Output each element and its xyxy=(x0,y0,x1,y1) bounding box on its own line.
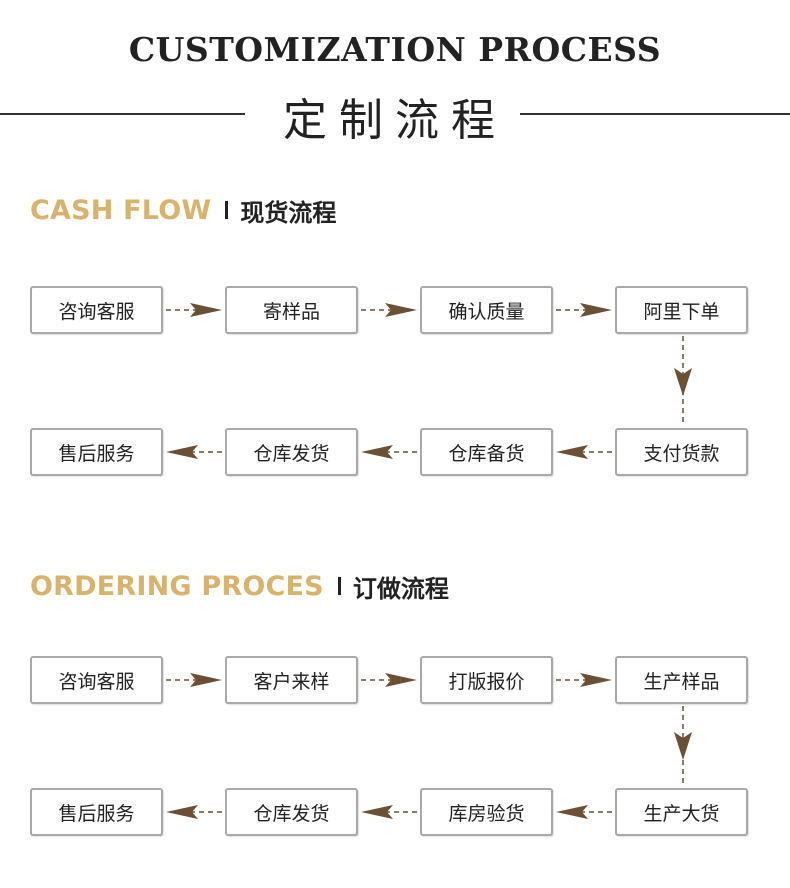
title-divider-left xyxy=(0,113,245,115)
cash-flow-heading: CASH FLOW 现货流程 xyxy=(30,190,336,230)
arrow-right-icon xyxy=(554,300,614,320)
cash-step-6: 仓库备货 xyxy=(420,428,553,476)
cash-step-1: 咨询客服 xyxy=(30,286,163,334)
order-step-8: 售后服务 xyxy=(30,788,163,836)
page-title-english: CUSTOMIZATION PROCESS xyxy=(128,30,662,69)
ordering-heading: ORDERING PROCES 订做流程 xyxy=(30,566,449,606)
cash-flow-title-english: CASH FLOW xyxy=(30,194,212,226)
arrow-left-icon xyxy=(164,802,224,822)
order-step-6: 库房验货 xyxy=(420,788,553,836)
cash-flow-title-chinese: 现货流程 xyxy=(240,198,337,227)
heading-separator xyxy=(225,201,229,219)
arrow-down-icon xyxy=(671,334,695,428)
cash-step-3: 确认质量 xyxy=(420,286,553,334)
order-step-4: 生产样品 xyxy=(615,656,748,704)
cash-step-7: 仓库发货 xyxy=(225,428,358,476)
cash-step-4: 阿里下单 xyxy=(615,286,748,334)
arrow-left-icon xyxy=(359,442,419,462)
title-divider-right xyxy=(520,113,790,115)
arrow-left-icon xyxy=(554,442,614,462)
arrow-right-icon xyxy=(554,670,614,690)
arrow-down-icon xyxy=(671,704,695,788)
arrow-left-icon xyxy=(554,802,614,822)
cash-step-5: 支付货款 xyxy=(615,428,748,476)
order-step-5: 生产大货 xyxy=(615,788,748,836)
arrow-right-icon xyxy=(164,670,224,690)
heading-separator xyxy=(337,577,341,595)
arrow-left-icon xyxy=(359,802,419,822)
arrow-right-icon xyxy=(359,300,419,320)
arrow-left-icon xyxy=(164,442,224,462)
page-title-chinese: 定制流程 xyxy=(283,95,507,146)
order-step-7: 仓库发货 xyxy=(225,788,358,836)
arrow-right-icon xyxy=(164,300,224,320)
cash-step-2: 寄样品 xyxy=(225,286,358,334)
ordering-title-english: ORDERING PROCES xyxy=(30,570,324,602)
arrow-right-icon xyxy=(359,670,419,690)
order-step-3: 打版报价 xyxy=(420,656,553,704)
order-step-1: 咨询客服 xyxy=(30,656,163,704)
ordering-title-chinese: 订做流程 xyxy=(352,574,449,603)
order-step-2: 客户来样 xyxy=(225,656,358,704)
cash-step-8: 售后服务 xyxy=(30,428,163,476)
